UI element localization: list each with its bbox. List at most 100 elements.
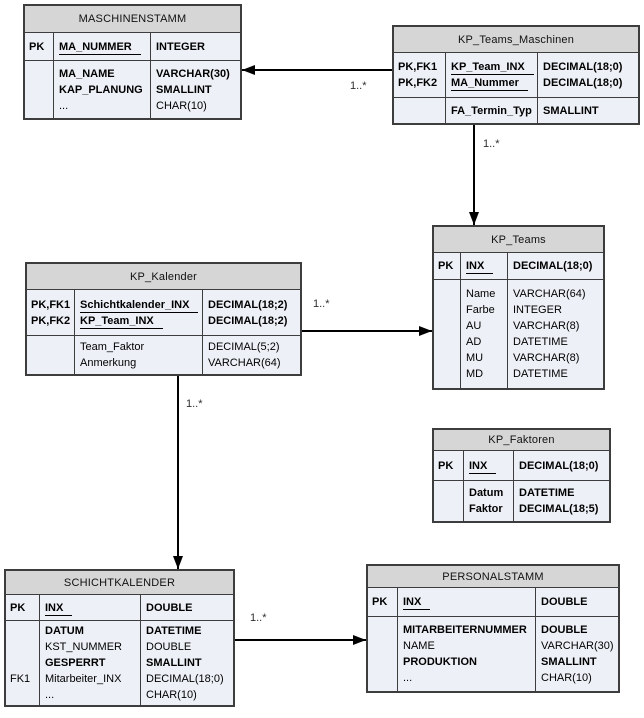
pk-underlined-name: INX [466, 260, 494, 274]
cardinality-label: 1..* [350, 80, 367, 92]
attribute-type: DATETIME [513, 368, 568, 380]
table-title: KP_Teams [434, 227, 603, 253]
key-flag [25, 82, 53, 98]
attribute-name: ... [59, 99, 69, 112]
attribute-row: Team_Faktor DECIMAL(5;2) [27, 339, 300, 355]
attribute-name: MD [466, 368, 484, 380]
key-flag [394, 103, 445, 119]
attribute-name: AU [466, 320, 482, 332]
key-flag [27, 355, 74, 371]
key-flag [368, 654, 397, 670]
attribute-type: DECIMAL(18;2) [208, 298, 288, 311]
attribute-row: ...CHAR(10) [6, 687, 233, 703]
key-flag [368, 670, 397, 686]
attribute-name: GESPERRT [45, 657, 106, 669]
arrowhead-icon [173, 556, 183, 569]
attribute-type: DATETIME [146, 625, 202, 637]
key-flag [434, 350, 460, 366]
attribute-type: DOUBLE [146, 601, 193, 614]
column-divider [140, 595, 141, 705]
attribute-type: DECIMAL(5;2) [208, 341, 280, 353]
pk-underlined-name: INX [469, 459, 497, 474]
attribute-type: CHAR(10) [146, 689, 197, 701]
key-flag [25, 66, 53, 82]
attribute-type: INTEGER [513, 304, 562, 316]
attribute-name: Faktor [469, 503, 503, 515]
attribute-row: ...CHAR(10) [25, 98, 240, 114]
attribute-type: SMALLINT [156, 83, 212, 96]
cardinality-label: 1..* [250, 612, 267, 624]
key-flag: PK,FK1 [31, 298, 71, 311]
attribute-type: VARCHAR(8) [513, 320, 580, 332]
cardinality-label: 1..* [313, 298, 330, 310]
attribute-type: DOUBLE [146, 641, 192, 653]
attribute-name: FA_Termin_Typ [451, 104, 532, 117]
key-flag: PK [438, 260, 454, 272]
column-divider [537, 53, 538, 123]
attribute-name: Farbe [466, 304, 495, 316]
key-flag [434, 485, 463, 501]
cardinality-label: 1..* [186, 398, 203, 410]
key-flag [6, 687, 39, 703]
key-flag [434, 334, 460, 350]
key-flag [6, 639, 39, 655]
attribute-type: VARCHAR(64) [513, 288, 586, 300]
attribute-name: Team_Faktor [80, 341, 145, 353]
table-title: PERSONALSTAMM [368, 566, 618, 588]
cardinality-label: 1..* [483, 138, 500, 150]
attribute-row: ...CHAR(10) [368, 670, 618, 686]
key-flag [6, 655, 39, 671]
table-title: KP_Kalender [27, 264, 300, 290]
attribute-name: Mitarbeiter_INX [45, 673, 122, 685]
table-title: KP_Teams_Maschinen [394, 27, 638, 53]
attribute-name: KP_Team_INX [445, 59, 537, 75]
attribute-name: MA_Nummer [445, 75, 537, 91]
attribute-name: AD [466, 336, 482, 348]
key-flag: PK [10, 601, 26, 614]
column-divider [463, 451, 464, 521]
pk-underlined-name: MA_Nummer [451, 77, 528, 91]
attribute-name: NAME [403, 640, 435, 652]
table-title: SCHICHTKALENDER [6, 571, 233, 595]
column-divider [397, 588, 398, 691]
column-divider [74, 290, 75, 374]
attribute-type: DECIMAL(18;5) [519, 503, 599, 515]
pk-underlined-name: KP_Team_INX [451, 61, 534, 75]
key-flag: FK1 [10, 673, 31, 685]
column-divider [535, 588, 536, 691]
attribute-type: SMALLINT [541, 656, 597, 668]
attribute-name: INX [397, 594, 535, 610]
attribute-name: Datum [469, 487, 504, 499]
attribute-type: DATETIME [519, 487, 575, 499]
arrowhead-icon [353, 635, 366, 645]
key-flag [27, 339, 74, 355]
attribute-name: Schichtkalender_INX [74, 297, 202, 313]
key-flag: PK [29, 40, 45, 53]
